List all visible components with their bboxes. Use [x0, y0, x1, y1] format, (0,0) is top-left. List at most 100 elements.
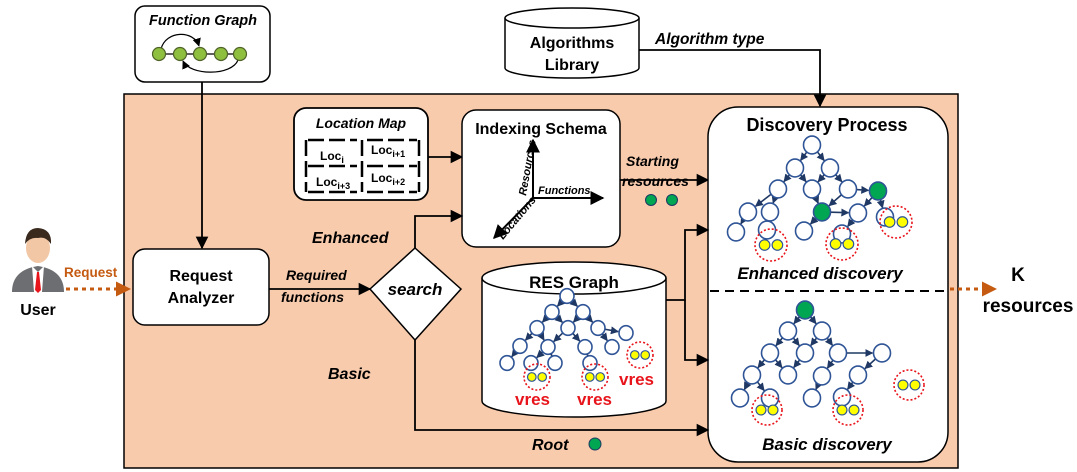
vres-dot — [883, 216, 896, 228]
request-analyzer-line1: Request — [169, 268, 233, 285]
graph-node — [540, 338, 556, 356]
graph-edge — [536, 331, 545, 341]
vres-ring — [832, 394, 864, 426]
basic-branch-arrow — [414, 340, 710, 437]
vres-dot — [629, 350, 640, 360]
graph-edge — [876, 198, 885, 209]
graph-edge — [524, 332, 534, 341]
graph-edge — [793, 359, 802, 369]
discovery-process-box: Discovery Process Enhanced discovery Bas… — [707, 106, 949, 463]
request-analyzer-box: Request Analyzer — [132, 248, 270, 326]
vres-dot — [584, 372, 595, 382]
search-enhanced-label: Enhanced — [312, 230, 390, 247]
basic-discovery-label: Basic discovery — [762, 435, 893, 454]
graph-node — [795, 300, 815, 320]
search-label: search — [388, 280, 443, 299]
request-analyzer-line2: Analyzer — [168, 290, 235, 307]
graph-edge — [604, 326, 619, 335]
res-graph-cylinder: RES Graph vres vres vres — [481, 261, 667, 418]
graph-node — [872, 343, 892, 363]
graph-node — [760, 388, 780, 408]
graph-edge — [791, 337, 800, 347]
graph-edge — [809, 216, 819, 225]
discovery-process-title: Discovery Process — [746, 115, 907, 135]
indexing-schema-title: Indexing Schema — [475, 121, 607, 138]
basic-discovery-tree — [730, 300, 925, 426]
graph-edge — [743, 381, 752, 391]
graph-edge — [793, 315, 802, 325]
location-map-title: Location Map — [316, 115, 407, 131]
graph-edge — [553, 332, 564, 343]
vres-ring — [523, 363, 551, 391]
vres-ring — [879, 205, 913, 239]
graph-node — [757, 220, 777, 240]
graph-node — [730, 388, 750, 408]
graph-edge — [754, 193, 772, 207]
loc-i-base: Loc — [320, 149, 342, 163]
graph-node — [760, 343, 780, 363]
graph-node — [738, 202, 758, 222]
res-graph-title: RES Graph — [529, 273, 619, 292]
graph-node — [760, 202, 780, 222]
vres-dot — [537, 372, 548, 382]
loc-i1-base: Loc — [371, 143, 393, 157]
vres-dot — [640, 350, 651, 360]
search-basic-label: Basic — [328, 366, 371, 383]
algorithms-library-cylinder: Algorithms Library — [504, 7, 640, 79]
output-k-label: K — [1011, 265, 1025, 286]
res-to-basic-arrow — [684, 300, 710, 367]
graph-node — [559, 287, 575, 305]
graph-node — [523, 354, 539, 372]
graph-node — [499, 354, 515, 372]
res-graph-tree — [499, 287, 654, 391]
vres-dot — [758, 239, 771, 251]
graph-edge — [511, 348, 520, 358]
graph-edge — [816, 151, 825, 162]
graph-edge — [834, 173, 843, 183]
graph-node — [768, 179, 788, 199]
graph-node — [812, 321, 832, 341]
graph-node — [512, 337, 528, 355]
function-graph-icon — [151, 33, 248, 73]
graph-node — [590, 319, 606, 337]
vres-ring — [754, 228, 788, 262]
graph-edge — [757, 359, 766, 369]
graph-node — [795, 343, 815, 363]
vres-label: vres — [577, 390, 612, 409]
vres-dot — [848, 404, 860, 416]
graph-edge — [756, 381, 765, 392]
graph-edge — [798, 173, 807, 183]
graph-edge — [536, 349, 545, 359]
function-graph-box: Function Graph — [134, 5, 271, 83]
vres-dot — [829, 238, 842, 250]
loc-i2-sub: i+2 — [392, 177, 405, 187]
vres-ring — [751, 394, 783, 426]
graph-node — [618, 324, 634, 342]
graph-edge — [847, 218, 856, 228]
axis-functions-label: Functions — [538, 185, 591, 197]
graph-node — [560, 319, 576, 337]
algorithms-library-line1: Algorithms — [530, 35, 615, 52]
vres-dot — [767, 404, 779, 416]
graph-node — [544, 303, 560, 321]
graph-edge — [556, 298, 566, 307]
graph-node — [832, 387, 852, 407]
graph-edge — [584, 314, 594, 323]
vres-dot — [526, 372, 537, 382]
graph-edge — [826, 359, 835, 369]
graph-edge — [856, 185, 870, 194]
starting-resource-dot — [666, 194, 678, 206]
graph-node — [577, 338, 593, 356]
user-avatar — [12, 228, 64, 293]
graph-edge — [774, 359, 783, 369]
graph-node — [575, 303, 591, 321]
graph-edge — [569, 298, 578, 307]
vres-dot — [896, 216, 909, 228]
loc-i3-base: Loc — [316, 175, 338, 189]
vres-ring — [825, 227, 859, 261]
indexing-schema-box: Indexing Schema Resources Functions Loca… — [461, 109, 621, 248]
vres-dot — [909, 379, 921, 391]
enhanced-discovery-tree — [726, 135, 913, 262]
algorithm-type-label: Algorithm type — [654, 31, 765, 48]
